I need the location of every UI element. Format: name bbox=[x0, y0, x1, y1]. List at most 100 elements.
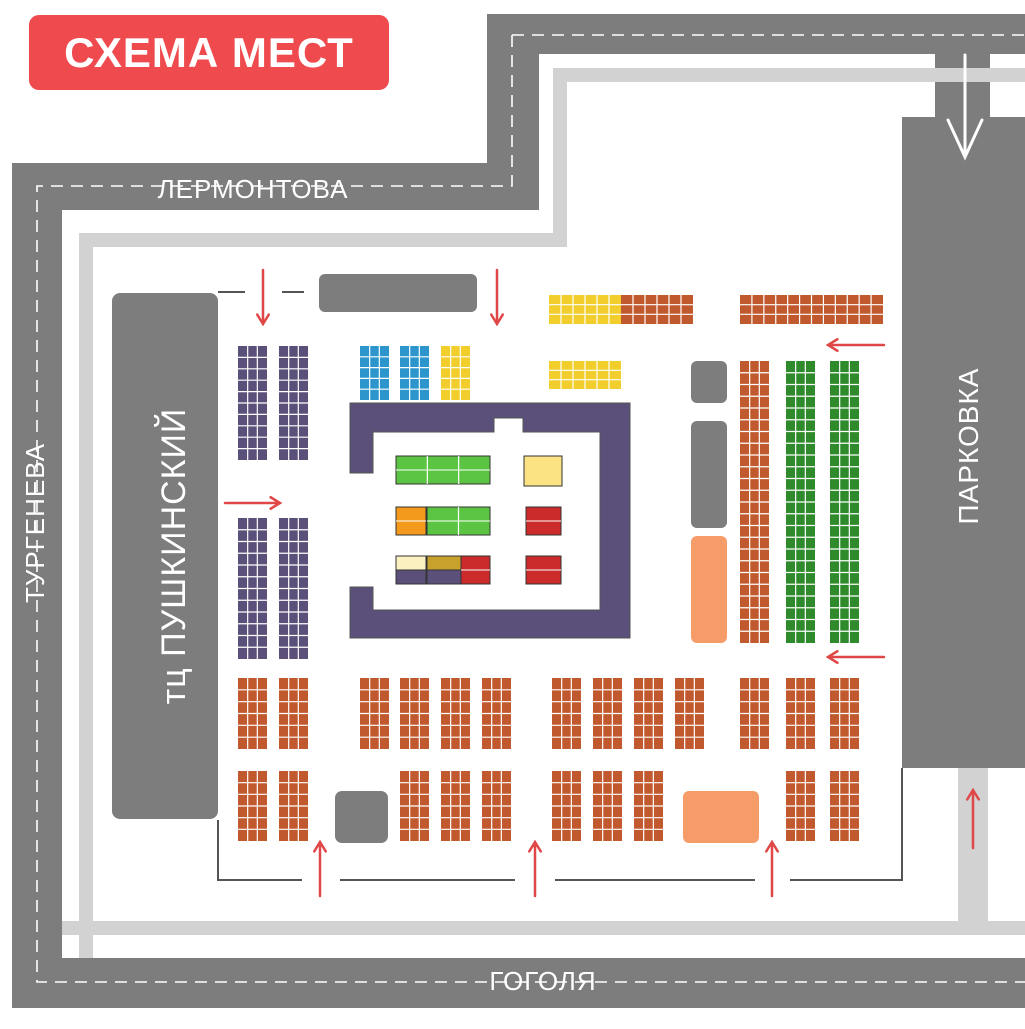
entry-arrow-shape bbox=[313, 839, 327, 898]
seat-section[interactable] bbox=[549, 295, 621, 324]
center-seat-block-fill bbox=[426, 569, 462, 585]
street-lermontova-label: ЛЕРМОНТОВА bbox=[158, 174, 349, 204]
seat-section[interactable] bbox=[593, 771, 622, 841]
seat-section[interactable] bbox=[786, 678, 815, 749]
center-seat-block[interactable] bbox=[523, 455, 563, 487]
center-seat-blocks bbox=[395, 455, 563, 585]
seat-section[interactable] bbox=[279, 771, 308, 841]
seat-section[interactable] bbox=[830, 678, 859, 749]
center-seat-block[interactable] bbox=[426, 555, 462, 571]
seat-section[interactable] bbox=[552, 678, 581, 749]
service-block-top bbox=[319, 274, 477, 312]
seat-section[interactable] bbox=[279, 678, 308, 749]
center-seat-block[interactable] bbox=[395, 569, 427, 585]
seat-section-fill bbox=[400, 346, 429, 400]
street-turgeneva-label: ТУРГЕНЕВА bbox=[20, 443, 50, 603]
seat-section[interactable] bbox=[482, 678, 511, 749]
center-seat-block-fill bbox=[426, 555, 462, 571]
peach-block-right bbox=[691, 536, 727, 643]
venue-boundary bbox=[217, 291, 903, 881]
center-seat-block[interactable] bbox=[395, 455, 491, 485]
entry-arrow-icon bbox=[765, 839, 779, 898]
seat-section[interactable] bbox=[279, 518, 308, 659]
entry-arrow-icon bbox=[966, 787, 980, 850]
entry-arrow-icon bbox=[528, 839, 542, 898]
seat-section[interactable] bbox=[675, 678, 704, 749]
entry-arrows bbox=[223, 53, 984, 898]
entry-arrow-shape bbox=[256, 268, 270, 327]
parking-entry-arrow-shape bbox=[946, 53, 984, 161]
street-gogolya-label: ГОГОЛЯ bbox=[489, 966, 596, 996]
entry-arrow-shape bbox=[528, 839, 542, 898]
entry-arrow-icon bbox=[825, 650, 886, 664]
entry-arrow-icon bbox=[313, 839, 327, 898]
seat-section[interactable] bbox=[238, 346, 267, 460]
seat-section[interactable] bbox=[441, 678, 470, 749]
seat-section[interactable] bbox=[360, 346, 389, 400]
entry-arrow-shape bbox=[765, 839, 779, 898]
seat-section-fill bbox=[360, 346, 389, 400]
seat-section[interactable] bbox=[441, 771, 470, 841]
seat-section[interactable] bbox=[238, 771, 267, 841]
peach-block-bottom bbox=[683, 791, 759, 843]
center-seat-block[interactable] bbox=[426, 506, 491, 536]
seat-section[interactable] bbox=[830, 771, 859, 841]
seat-section[interactable] bbox=[400, 771, 429, 841]
mall-building bbox=[112, 293, 218, 819]
entry-arrow-icon bbox=[825, 338, 886, 352]
seat-section[interactable] bbox=[400, 678, 429, 749]
center-seat-block[interactable] bbox=[525, 506, 562, 536]
seat-section[interactable] bbox=[238, 678, 267, 749]
seat-sections bbox=[238, 295, 883, 841]
sidewalk bbox=[62, 68, 1025, 958]
center-seat-block[interactable] bbox=[426, 569, 462, 585]
parking-building bbox=[902, 117, 1025, 768]
entry-arrow-icon bbox=[490, 268, 504, 327]
center-seat-block-fill bbox=[523, 455, 563, 487]
mall-label: тц ПУШКИНСКИЙ bbox=[155, 408, 193, 705]
center-seat-block[interactable] bbox=[395, 506, 427, 536]
seat-section[interactable] bbox=[400, 346, 429, 400]
seat-section[interactable] bbox=[552, 771, 581, 841]
center-seat-block-fill bbox=[395, 555, 427, 571]
seat-section[interactable] bbox=[360, 678, 389, 749]
service-block-right-2 bbox=[691, 421, 727, 528]
seat-section[interactable] bbox=[740, 678, 769, 749]
entry-arrow-icon bbox=[256, 268, 270, 327]
map-title: СХЕМА МЕСТ bbox=[29, 15, 389, 90]
entry-arrow-shape bbox=[825, 338, 886, 352]
stage bbox=[349, 402, 631, 639]
service-block-right-1 bbox=[691, 361, 727, 403]
seat-section[interactable] bbox=[786, 771, 815, 841]
seat-section[interactable] bbox=[549, 361, 621, 389]
seat-section[interactable] bbox=[830, 361, 859, 643]
entry-arrow-icon bbox=[223, 496, 283, 510]
entry-arrow-shape bbox=[490, 268, 504, 327]
parking-label: ПАРКОВКА bbox=[953, 368, 984, 525]
seat-section[interactable] bbox=[593, 678, 622, 749]
seat-section[interactable] bbox=[482, 771, 511, 841]
seat-section[interactable] bbox=[634, 771, 663, 841]
entry-arrow-shape bbox=[966, 787, 980, 850]
center-seat-block[interactable] bbox=[395, 555, 427, 571]
seat-section[interactable] bbox=[441, 346, 470, 400]
seat-section[interactable] bbox=[740, 295, 883, 324]
center-seat-block[interactable] bbox=[525, 555, 562, 585]
road-gogolya bbox=[12, 958, 1025, 1008]
seat-section[interactable] bbox=[279, 346, 308, 460]
lane-line-top bbox=[36, 34, 1025, 983]
entry-arrow-shape bbox=[825, 650, 886, 664]
seat-section[interactable] bbox=[238, 518, 267, 659]
entry-arrow-shape bbox=[223, 496, 283, 510]
seat-section-fill bbox=[441, 346, 470, 400]
center-seat-block-fill bbox=[395, 569, 427, 585]
service-block-bottom bbox=[335, 791, 388, 843]
seat-section[interactable] bbox=[786, 361, 815, 643]
center-seat-block[interactable] bbox=[460, 555, 491, 585]
seat-section[interactable] bbox=[621, 295, 693, 324]
parking-entry-arrow-icon bbox=[946, 53, 984, 161]
seat-section[interactable] bbox=[740, 361, 769, 643]
seat-section[interactable] bbox=[634, 678, 663, 749]
